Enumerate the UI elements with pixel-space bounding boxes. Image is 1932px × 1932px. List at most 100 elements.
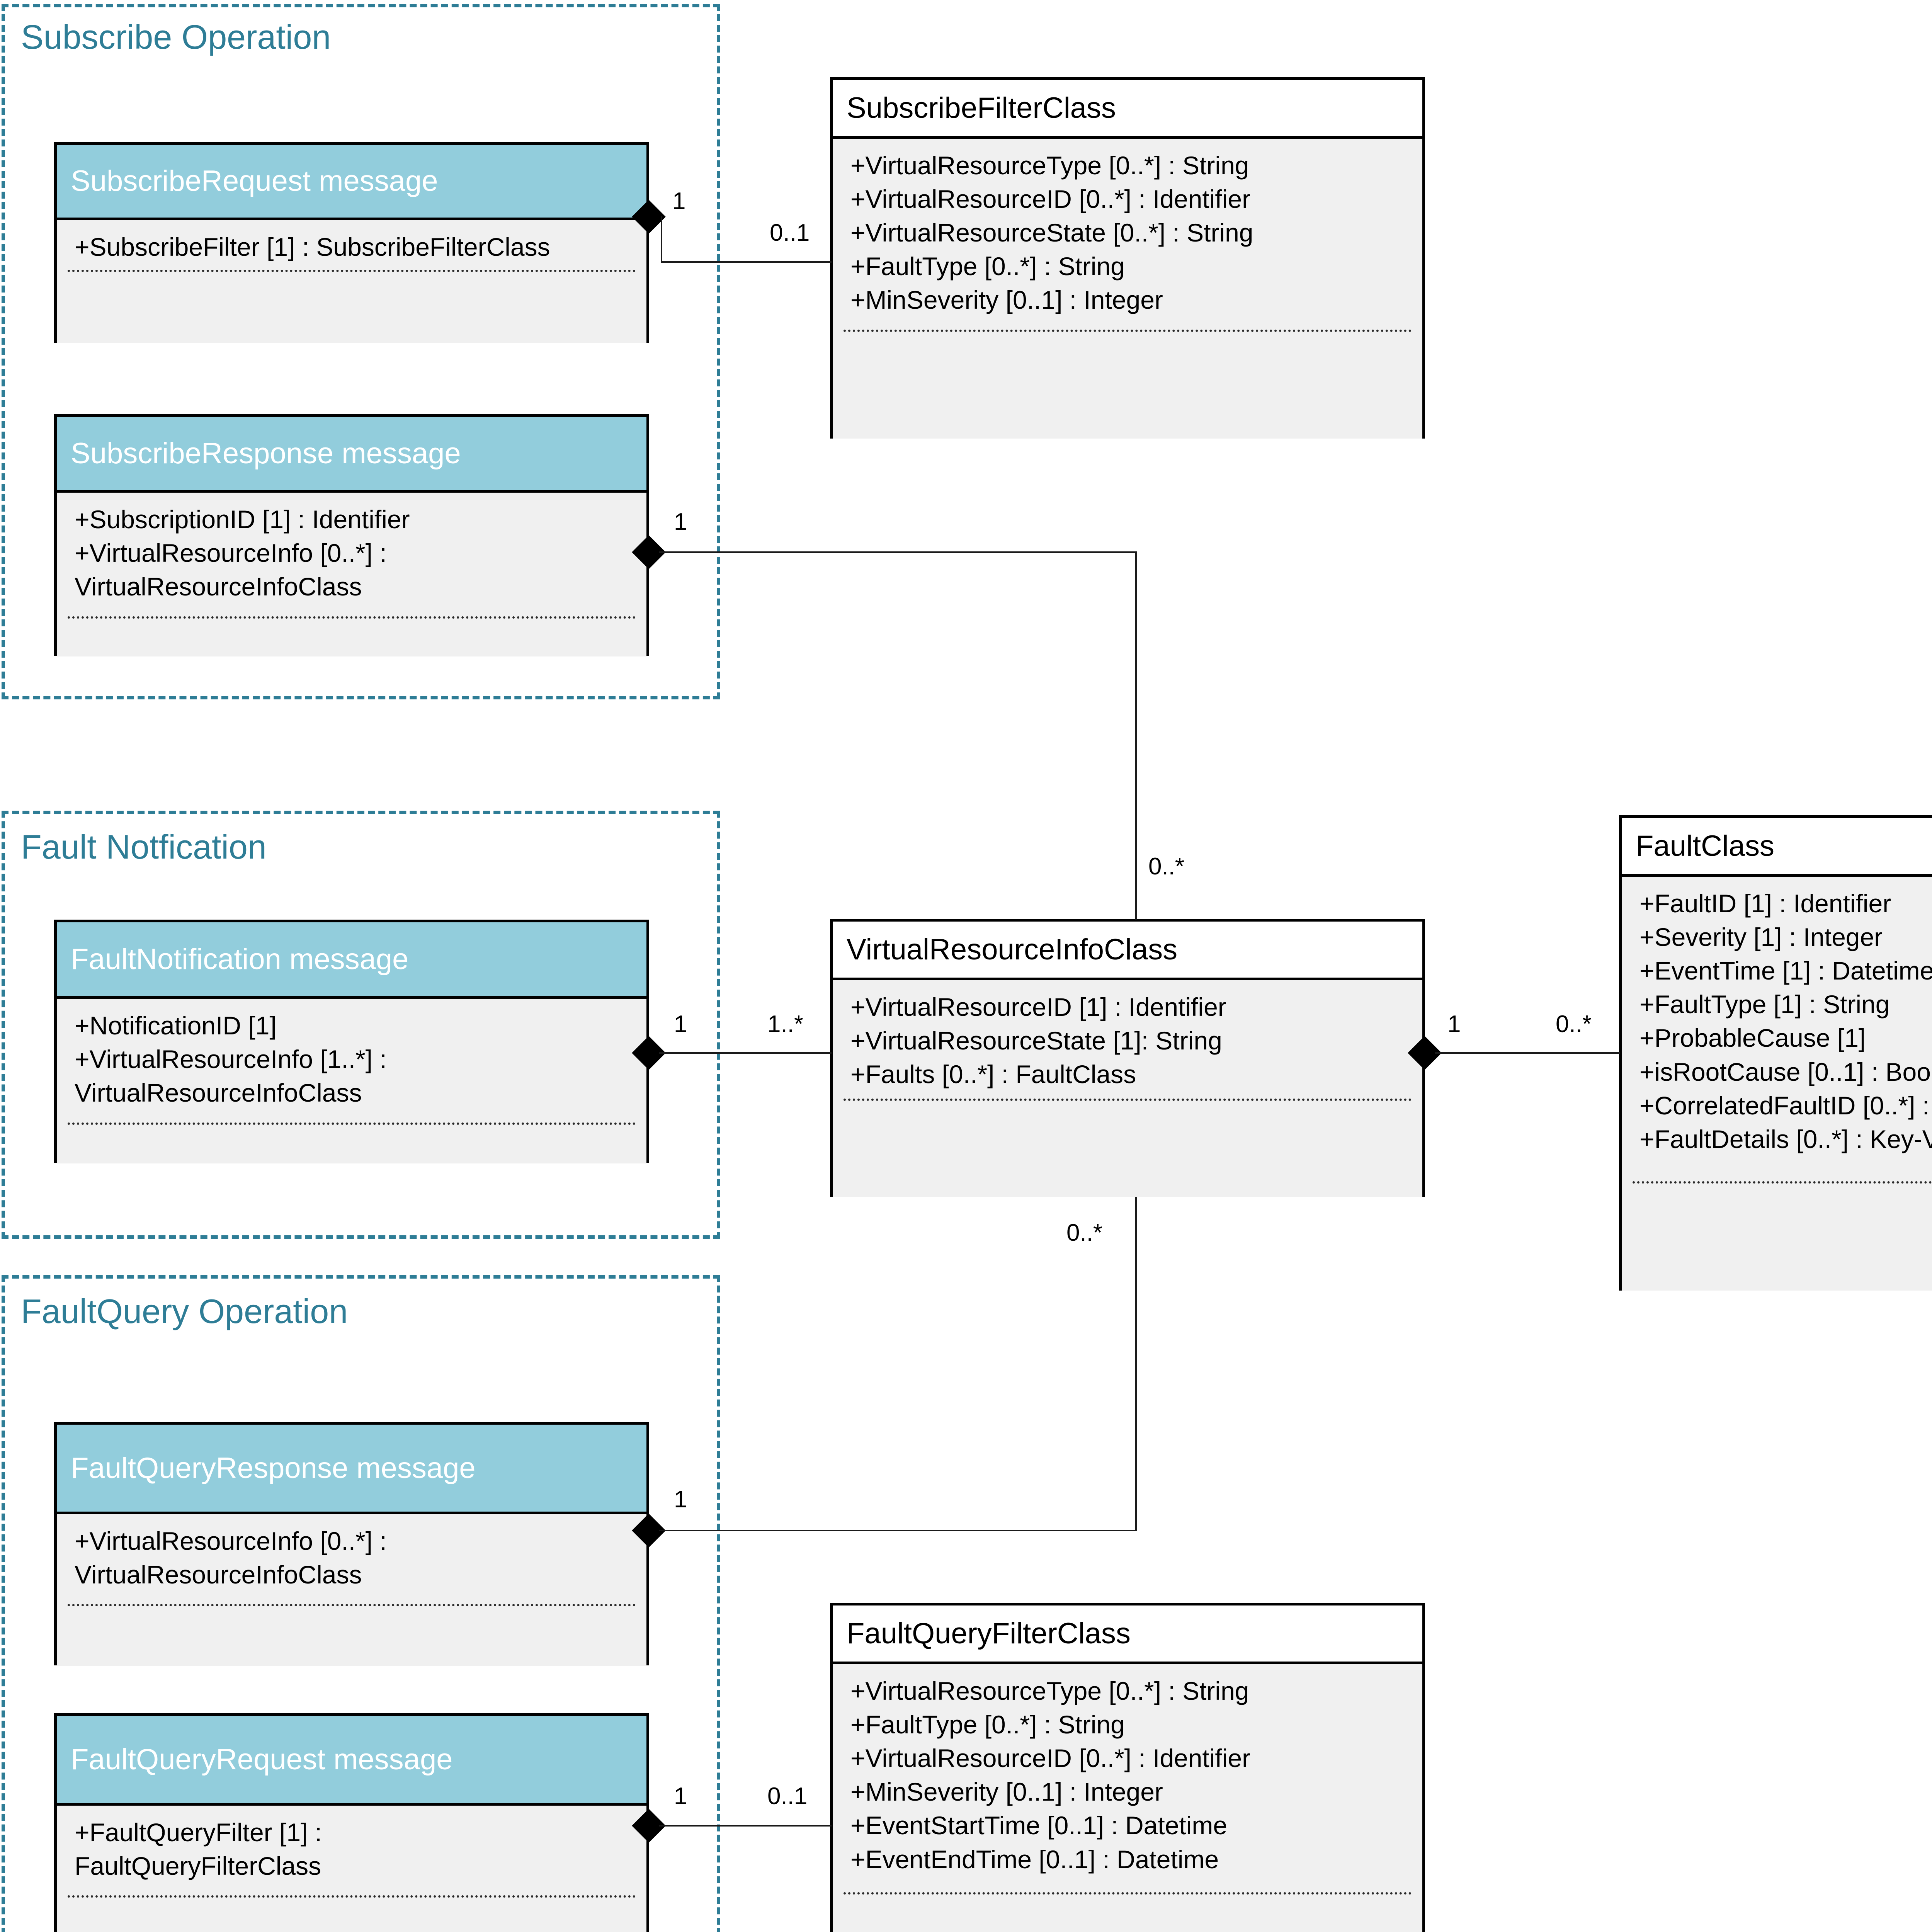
compartment-separator: [68, 1122, 636, 1125]
box-body-subscribe-filter-class: +VirtualResourceType [0..*] : String +Vi…: [833, 139, 1422, 439]
box-header-fault-query-response: FaultQueryResponse message: [57, 1425, 646, 1514]
group-frame-fault-query: [2, 1275, 720, 1932]
multiplicity-qreq-qfilter-target: 0..1: [767, 1783, 808, 1810]
attribute-row: +Faults [0..*] : FaultClass: [850, 1060, 1136, 1089]
box-title-fault-class: FaultClass: [1636, 829, 1774, 862]
compartment-separator: [1633, 1181, 1932, 1184]
multiplicity-req-filter-target: 0..1: [770, 219, 810, 246]
attribute-row: +MinSeverity [0..1] : Integer: [850, 286, 1163, 315]
compartment-separator: [844, 1099, 1412, 1101]
multiplicity-vri-fault-source: 1: [1447, 1011, 1461, 1037]
connector-qresp-vri-h: [659, 1530, 1137, 1531]
box-header-fault-notification-message: FaultNotification message: [57, 922, 646, 999]
attribute-row: +FaultQueryFilter [1] :: [75, 1818, 322, 1847]
attribute-row: +EventStartTime [0..1] : Datetime: [850, 1811, 1228, 1840]
multiplicity-vri-fault-target: 0..*: [1556, 1011, 1592, 1037]
group-title-fault-query: FaultQuery Operation: [21, 1292, 348, 1330]
box-body-fault-query-response: +VirtualResourceInfo [0..*] : VirtualRes…: [57, 1514, 646, 1666]
attribute-row: +VirtualResourceID [0..*] : Identifier: [850, 1744, 1251, 1773]
multiplicity-qresp-vri-source: 1: [674, 1486, 687, 1513]
attribute-row: +isRootCause [0..1] : Boolean: [1639, 1057, 1932, 1086]
box-subscribe-response[interactable]: SubscribeResponse message +SubscriptionI…: [54, 414, 649, 656]
box-fault-query-request[interactable]: FaultQueryRequest message +FaultQueryFil…: [54, 1713, 649, 1932]
group-frame-fault-notification: [2, 811, 720, 1239]
attribute-row: +FaultID [1] : Identifier: [1639, 889, 1891, 918]
connector-resp-vri-h: [659, 551, 1137, 553]
attribute-row: +VirtualResourceInfo [0..*] :: [75, 539, 387, 568]
attribute-row: +VirtualResourceInfo [0..*] :: [75, 1527, 387, 1555]
compartment-separator: [68, 1604, 636, 1606]
box-title-subscribe-response: SubscribeResponse message: [71, 437, 461, 470]
multiplicity-notif-vri-source: 1: [674, 1011, 687, 1037]
group-frame-subscribe: [2, 4, 720, 699]
compartment-separator: [68, 616, 636, 619]
attribute-row: +VirtualResourceType [0..*] : String: [850, 1677, 1249, 1705]
connector-qreq-qfilter-h: [659, 1825, 832, 1827]
attribute-row: +Severity [1] : Integer: [1639, 923, 1883, 952]
box-title-fault-query-filter-class: FaultQueryFilterClass: [847, 1617, 1131, 1650]
box-fault-query-response[interactable]: FaultQueryResponse message +VirtualResou…: [54, 1422, 649, 1666]
box-body-fault-query-filter-class: +VirtualResourceType [0..*] : String +Fa…: [833, 1664, 1422, 1932]
multiplicity-qresp-vri-target: 0..*: [1066, 1219, 1103, 1246]
attribute-row: VirtualResourceInfoClass: [75, 572, 362, 601]
box-body-fault-notification-message: +NotificationID [1] +VirtualResourceInfo…: [57, 999, 646, 1163]
multiplicity-qreq-qfilter-source: 1: [674, 1783, 687, 1810]
group-title-subscribe: Subscribe Operation: [21, 18, 331, 56]
multiplicity-req-filter-source: 1: [672, 188, 686, 214]
attribute-row: +SubscribeFilter [1] : SubscribeFilterCl…: [75, 233, 550, 261]
attribute-row: VirtualResourceInfoClass: [75, 1078, 362, 1107]
box-header-subscribe-filter-class: SubscribeFilterClass: [833, 80, 1422, 139]
box-fault-notification-message[interactable]: FaultNotification message +NotificationI…: [54, 920, 649, 1163]
compartment-separator: [844, 330, 1412, 332]
attribute-row: +FaultType [1] : String: [1639, 990, 1890, 1019]
box-header-subscribe-request: SubscribeRequest message: [57, 145, 646, 220]
attribute-row: +VirtualResourceState [0..*] : String: [850, 218, 1253, 247]
attribute-row: +NotificationID [1]: [75, 1011, 277, 1040]
attribute-row: +EventEndTime [0..1] : Datetime: [850, 1845, 1219, 1874]
compartment-separator: [844, 1892, 1412, 1895]
attribute-row: +VirtualResourceState [1]: String: [850, 1026, 1222, 1055]
attribute-row: +FaultType [0..*] : String: [850, 252, 1125, 281]
connector-vri-fault-h: [1435, 1052, 1620, 1054]
connector-req-filter-v: [661, 216, 662, 262]
multiplicity-resp-vri-source: 1: [674, 509, 687, 535]
box-header-fault-class: FaultClass: [1622, 818, 1932, 877]
box-subscribe-request[interactable]: SubscribeRequest message +SubscribeFilte…: [54, 142, 649, 343]
compartment-separator: [68, 270, 636, 272]
compartment-separator: [68, 1895, 636, 1898]
box-fault-class[interactable]: FaultClass +FaultID [1] : Identifier +Se…: [1619, 815, 1932, 1291]
attribute-row: +VirtualResourceID [0..*] : Identifier: [850, 185, 1251, 214]
box-title-subscribe-request: SubscribeRequest message: [71, 165, 438, 198]
box-header-virtual-resource-info-class: VirtualResourceInfoClass: [833, 922, 1422, 980]
box-header-fault-query-request: FaultQueryRequest message: [57, 1716, 646, 1806]
box-title-fault-query-request: FaultQueryRequest message: [71, 1743, 453, 1776]
connector-req-filter-h: [661, 261, 832, 263]
connector-resp-vri-v: [1135, 551, 1137, 920]
box-body-virtual-resource-info-class: +VirtualResourceID [1] : Identifier +Vir…: [833, 980, 1422, 1197]
box-title-subscribe-filter-class: SubscribeFilterClass: [847, 91, 1116, 124]
attribute-row: +FaultDetails [0..*] : Key-Value pairs: [1639, 1124, 1932, 1153]
box-fault-query-filter-class[interactable]: FaultQueryFilterClass +VirtualResourceTy…: [830, 1603, 1425, 1932]
attribute-row: VirtualResourceInfoClass: [75, 1560, 362, 1589]
attribute-row: FaultQueryFilterClass: [75, 1852, 321, 1881]
attribute-row: +EventTime [1] : Datetime: [1639, 956, 1932, 985]
group-title-fault-notification: Fault Notfication: [21, 828, 267, 866]
attribute-row: +MinSeverity [0..1] : Integer: [850, 1777, 1163, 1806]
box-title-fault-query-response: FaultQueryResponse message: [71, 1451, 476, 1485]
attribute-row: +FaultType [0..*] : String: [850, 1710, 1125, 1739]
connector-qresp-vri-v: [1135, 1197, 1137, 1531]
attribute-row: +CorrelatedFaultID [0..*] : Identifier: [1639, 1091, 1932, 1120]
attribute-row: +VirtualResourceID [1] : Identifier: [850, 993, 1226, 1021]
box-title-fault-notification-message: FaultNotification message: [71, 942, 409, 976]
attribute-row: +ProbableCause [1]: [1639, 1024, 1866, 1053]
multiplicity-notif-vri-target: 1..*: [767, 1011, 804, 1037]
box-body-fault-query-request: +FaultQueryFilter [1] : FaultQueryFilter…: [57, 1806, 646, 1932]
multiplicity-resp-vri-target: 0..*: [1148, 853, 1185, 880]
box-virtual-resource-info-class[interactable]: VirtualResourceInfoClass +VirtualResourc…: [830, 919, 1425, 1197]
connector-notif-vri-h: [659, 1052, 832, 1054]
attribute-row: +SubscriptionID [1] : Identifier: [75, 505, 410, 534]
box-subscribe-filter-class[interactable]: SubscribeFilterClass +VirtualResourceTyp…: [830, 77, 1425, 439]
box-body-fault-class: +FaultID [1] : Identifier +Severity [1] …: [1622, 877, 1932, 1291]
attribute-row: +VirtualResourceType [0..*] : String: [850, 151, 1249, 180]
